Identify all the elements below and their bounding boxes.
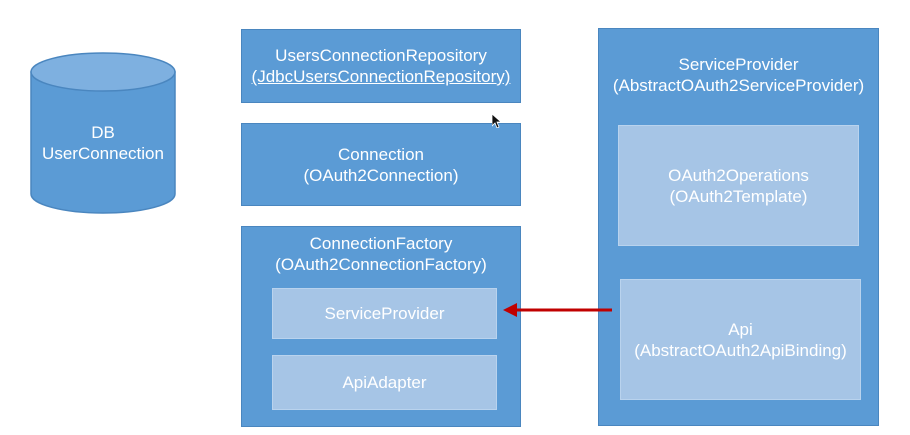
api-adapter-box: ApiAdapter <box>272 355 497 410</box>
connection-title: Connection <box>337 144 424 164</box>
api-box: Api (AbstractOAuth2ApiBinding) <box>620 279 861 400</box>
db-cylinder: DB UserConnection <box>30 52 176 214</box>
connection-impl: (OAuth2Connection) <box>303 165 459 185</box>
dependency-arrow <box>503 303 612 317</box>
service-provider-box: ServiceProvider (AbstractOAuth2ServicePr… <box>598 28 879 426</box>
db-label: DB <box>91 123 115 142</box>
oauth2-operations-impl: (OAuth2Template) <box>669 186 808 206</box>
factory-service-provider-label: ServiceProvider <box>324 304 445 323</box>
service-provider-title: ServiceProvider <box>678 55 799 74</box>
service-provider-impl: (AbstractOAuth2ServiceProvider) <box>612 76 865 95</box>
api-title: Api <box>728 319 753 339</box>
api-adapter-label: ApiAdapter <box>342 373 427 392</box>
users-repo-title: UsersConnectionRepository <box>275 46 487 65</box>
mouse-cursor-icon <box>492 114 502 128</box>
connection-factory-impl: (OAuth2ConnectionFactory) <box>275 255 487 274</box>
cylinder-shape <box>30 52 176 214</box>
api-impl: (AbstractOAuth2ApiBinding) <box>634 340 847 360</box>
users-repo-impl: (JdbcUsersConnectionRepository) <box>251 67 511 86</box>
db-table-label: UserConnection <box>42 144 164 163</box>
connection-factory-box: ConnectionFactory (OAuth2ConnectionFacto… <box>241 226 521 427</box>
oauth2-operations-title: OAuth2Operations <box>668 165 809 185</box>
connection-box: Connection (OAuth2Connection) <box>241 123 521 206</box>
users-connection-repository-box: UsersConnectionRepository (JdbcUsersConn… <box>241 29 521 103</box>
connection-factory-title: ConnectionFactory <box>309 234 453 253</box>
factory-service-provider-box: ServiceProvider <box>272 288 497 339</box>
oauth2-operations-box: OAuth2Operations (OAuth2Template) <box>618 125 859 246</box>
